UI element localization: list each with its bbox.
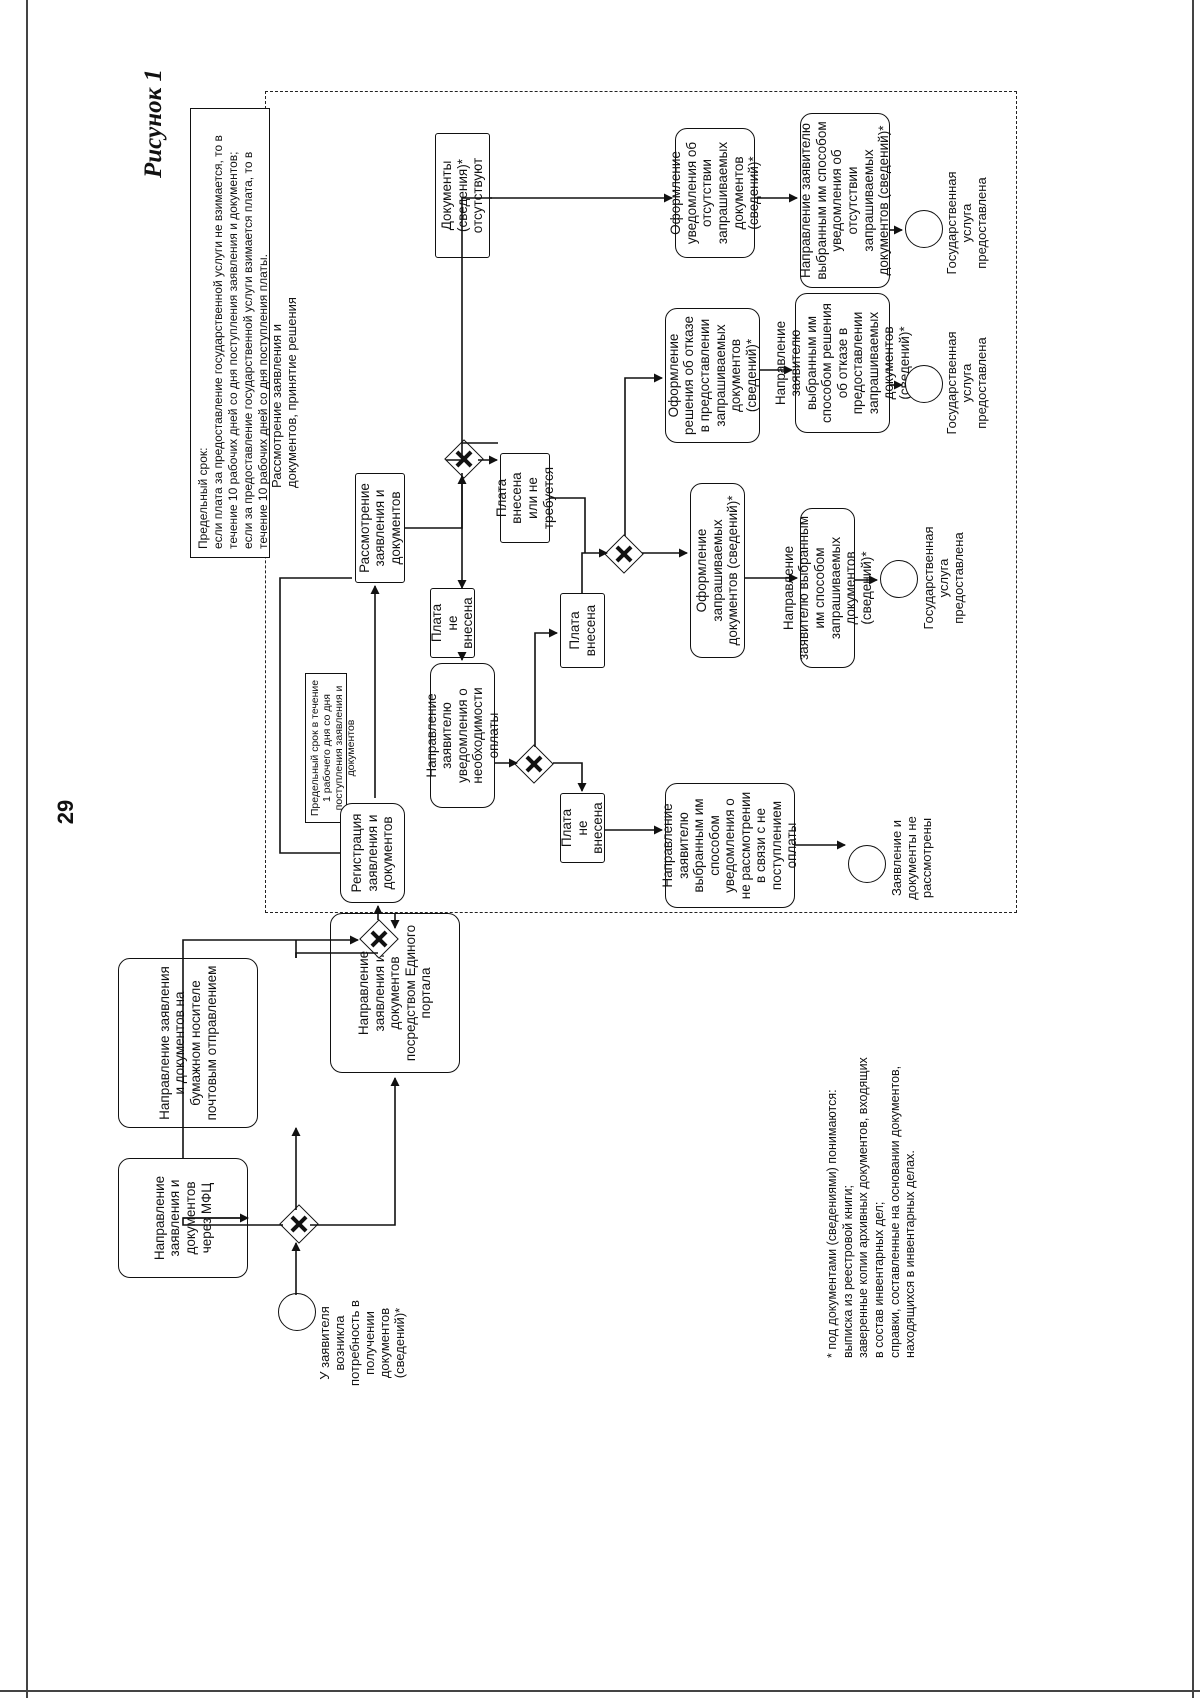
prepare-docs-task: Оформление запрашиваемых документов (све…	[690, 483, 745, 658]
not-considered-notice-task: Направление заявителю выбранным им спосо…	[660, 783, 799, 908]
end-event-provided-1-label: Государственная услуга предоставлена	[921, 526, 966, 630]
deadline-line-1: если плата за предоставление государстве…	[211, 135, 225, 549]
footnote: * под документами (сведениями) понимаютс…	[825, 888, 919, 1358]
condition-documents-absent: Документы (сведения)* отсутствуют	[435, 133, 490, 258]
footnote-line-1: * под документами (сведениями) понимаютс…	[825, 1089, 839, 1358]
fee-notice-task: Направление заявителю уведомления о необ…	[424, 663, 501, 808]
deadline-heading: Предельный срок:	[196, 447, 210, 549]
registration-task: Регистрация заявления и документов	[340, 803, 405, 903]
submit-via-post: Направление заявления и документов на бу…	[118, 958, 258, 1128]
prepare-absence-task: Оформление уведомления об отсутствии зап…	[668, 128, 761, 258]
figure-title: Рисунок 1	[140, 69, 167, 178]
right-margin-line	[1192, 0, 1194, 1698]
prepare-refusal-task: Оформление решения об отказе в предостав…	[665, 308, 760, 443]
start-event-label: У заявителя возникла потребность в получ…	[317, 1300, 407, 1386]
bottom-margin-line	[0, 1690, 1200, 1692]
review-task: Рассмотрение заявления и документов	[355, 473, 405, 583]
end-event-provided-2-label: Государственная услуга предоставлена	[944, 331, 989, 435]
footnote-line-2: выписка из реестровой книги;	[840, 1185, 855, 1358]
send-refusal-task: Направление заявителю выбранным им спосо…	[773, 293, 912, 433]
condition-fee-paid-or-not-required: Плата внесена или не требуется	[494, 453, 556, 543]
condition-fee-not-paid-2: Плата не внесена	[559, 793, 605, 863]
start-event	[278, 1293, 316, 1331]
footnote-line-4: в состав инвентарных дел;	[871, 1201, 886, 1358]
deadline-line-2: течение 10 рабочих дней со дня поступлен…	[226, 151, 240, 549]
split-gateway	[279, 1204, 319, 1244]
deadline-line-4: течение 10 рабочих дней со дня поступлен…	[256, 254, 270, 549]
end-event-provided-3-label: Государственная услуга предоставлена	[944, 171, 989, 275]
submit-via-mfc: Направление заявления и документов через…	[118, 1158, 248, 1278]
condition-fee-not-paid: Плата не внесена	[429, 588, 475, 658]
footnote-line-5: справки, составленные на основании докум…	[887, 1065, 902, 1358]
review-stage-label: Рассмотрение заявления и документов, при…	[269, 297, 299, 488]
footnote-line-6: находящихся в инвентарных делах.	[903, 1150, 918, 1358]
deadline-note: Предельный срок: если плата за предостав…	[190, 108, 270, 558]
footnote-line-3: заверенные копии архивных документов, вх…	[856, 1057, 871, 1358]
end-event-provided-2	[905, 365, 943, 403]
deadline-line-3: если за предоставление государственной у…	[241, 151, 255, 549]
end-event-not-considered	[848, 845, 886, 883]
send-docs-task: Направление заявителю выбранным им спосо…	[781, 508, 874, 668]
registration-deadline-note: Предельный срок в течение 1 рабочего дня…	[305, 673, 357, 823]
end-event-provided-1	[880, 560, 918, 598]
send-absence-task: Направление заявителю выбранным им спосо…	[798, 113, 891, 288]
end-event-provided-3	[905, 210, 943, 248]
left-margin-line	[26, 0, 28, 1698]
condition-fee-paid: Плата внесена	[560, 593, 605, 668]
